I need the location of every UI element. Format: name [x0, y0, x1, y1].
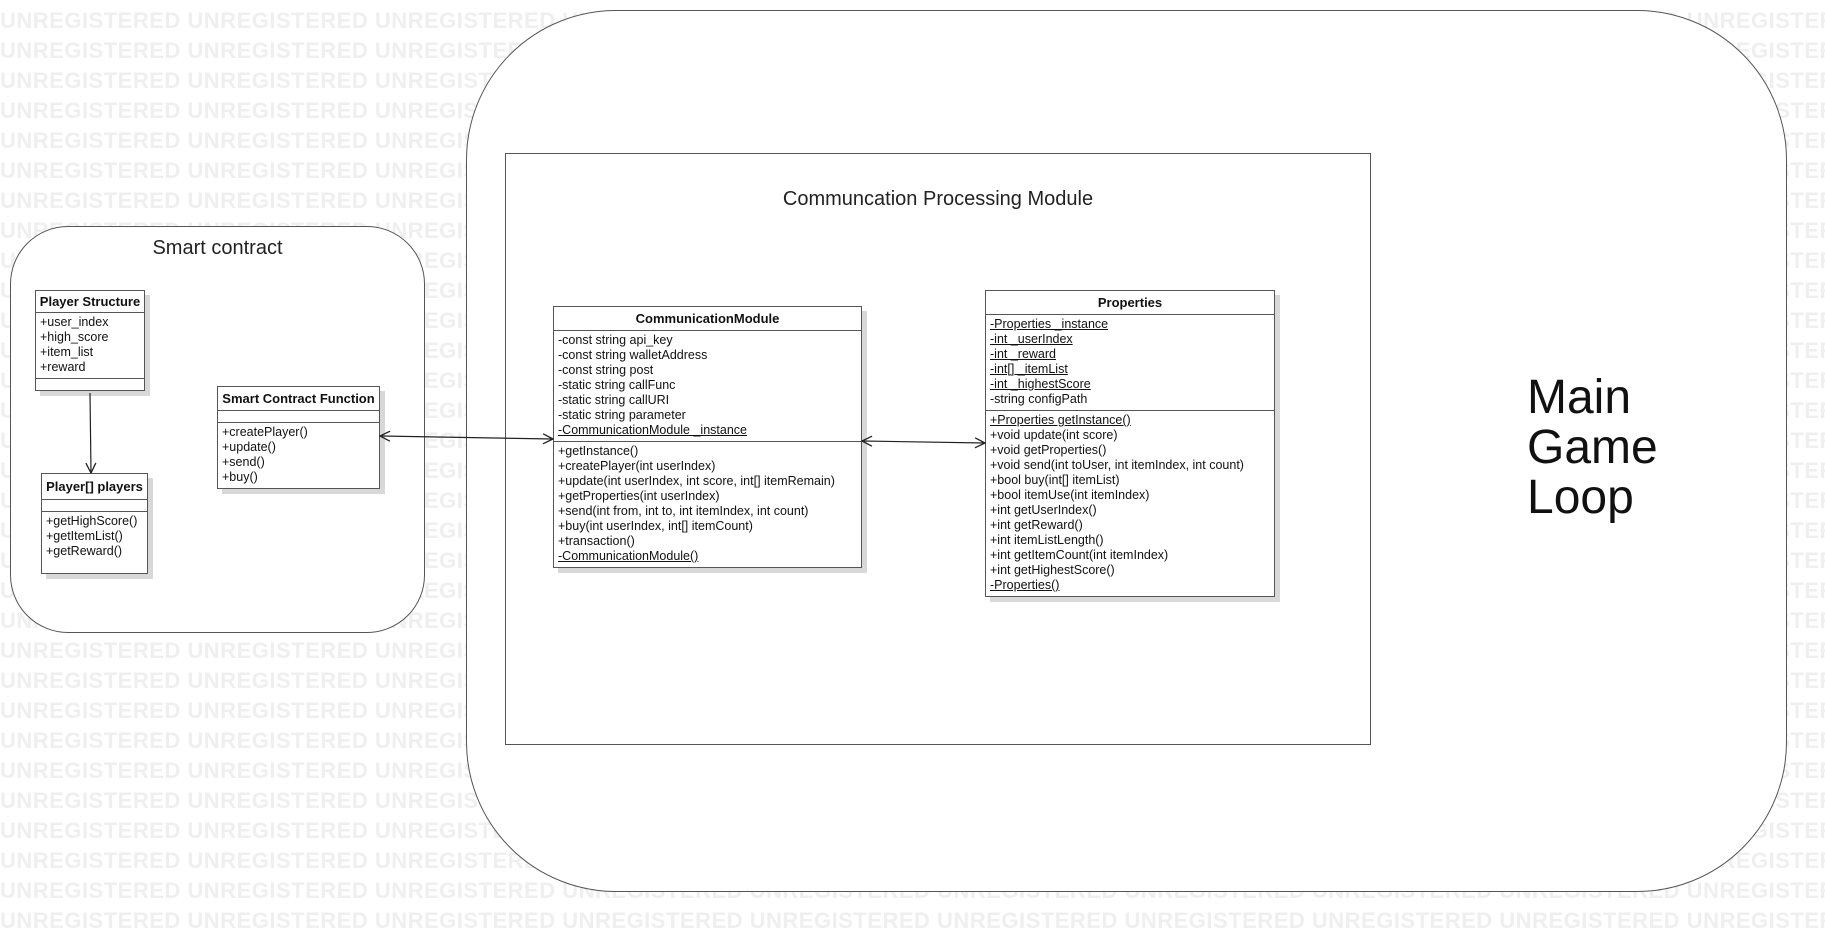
smart-contract-title: Smart contract [152, 237, 283, 259]
operation: +update(int userIndex, int score, int[] … [558, 474, 835, 488]
operation: -CommunicationModule() [558, 549, 699, 563]
main-game-loop-line: Main [1527, 371, 1632, 424]
relation-player-structure-to-players [90, 392, 91, 473]
attribute: -int _highestScore [990, 377, 1091, 391]
class-name: Player[] players [42, 474, 147, 500]
class-name: CommunicationModule [554, 307, 861, 331]
operation: +getReward() [46, 544, 123, 558]
operation: +Properties getInstance() [990, 413, 1131, 427]
main-game-loop-line: Game [1527, 421, 1658, 474]
operations-section: +getHighScore() +getItemList() +getRewar… [42, 512, 147, 573]
operation: +void send(int toUser, int itemIndex, in… [990, 458, 1244, 472]
operations-section: +getInstance() +createPlayer(int userInd… [554, 442, 861, 567]
operation: +buy() [222, 470, 258, 484]
player-structure-class[interactable]: Player Structure +user_index +high_score… [35, 290, 145, 391]
communication-module-class[interactable]: CommunicationModule -const string api_ke… [553, 306, 862, 568]
operation: +int getReward() [990, 518, 1083, 532]
attribute: +user_index [40, 315, 109, 329]
attribute: -Properties _instance [990, 317, 1109, 331]
attribute: -int _userIndex [990, 332, 1073, 346]
attribute: +high_score [40, 330, 109, 344]
operation: +getItemList() [46, 529, 123, 543]
class-name: Player Structure [36, 291, 144, 313]
attributes-section [42, 500, 147, 512]
class-name: Properties [986, 291, 1274, 315]
attributes-section: +user_index +high_score +item_list +rewa… [36, 313, 144, 379]
operation: +getProperties(int userIndex) [558, 489, 720, 503]
operation: +getHighScore() [46, 514, 138, 528]
main-game-loop-label: Main Game Loop [1527, 373, 1658, 523]
operation: +int getItemCount(int itemIndex) [990, 548, 1169, 562]
attributes-section: -const string api_key -const string wall… [554, 331, 861, 442]
attribute: -static string callURI [558, 393, 670, 407]
attribute: -const string api_key [558, 333, 673, 347]
attribute: +reward [40, 360, 86, 374]
attribute: -static string parameter [558, 408, 686, 422]
properties-class[interactable]: Properties -Properties _instance -int _u… [985, 290, 1275, 597]
attribute: -string configPath [990, 392, 1088, 406]
operations-section: +Properties getInstance() +void update(i… [986, 411, 1274, 596]
attribute: +item_list [40, 345, 94, 359]
attributes-section: -Properties _instance -int _userIndex -i… [986, 315, 1274, 411]
operation: +int getUserIndex() [990, 503, 1097, 517]
operation: +int itemListLength() [990, 533, 1104, 547]
operation: +getInstance() [558, 444, 639, 458]
attribute: -int[] _itemList [990, 362, 1068, 376]
attribute: -static string callFunc [558, 378, 676, 392]
operation: +send(int from, int to, int itemIndex, i… [558, 504, 809, 518]
relation-communication-module-to-properties [862, 441, 985, 443]
attribute: -const string walletAddress [558, 348, 708, 362]
operation: +createPlayer() [222, 425, 308, 439]
operation: +bool buy(int[] itemList) [990, 473, 1120, 487]
operations-section: +createPlayer() +update() +send() +buy() [218, 423, 379, 488]
relation-scf-to-communication-module [380, 436, 553, 439]
operation: +void getProperties() [990, 443, 1107, 457]
smart-contract-function-class[interactable]: Smart Contract Function +createPlayer() … [217, 386, 380, 489]
operation: +bool itemUse(int itemIndex) [990, 488, 1150, 502]
attribute: -CommunicationModule _instance [558, 423, 747, 437]
class-name: Smart Contract Function [218, 387, 379, 411]
operation: +int getHighestScore() [990, 563, 1115, 577]
operation: +transaction() [558, 534, 635, 548]
players-class[interactable]: Player[] players +getHighScore() +getIte… [41, 473, 148, 574]
operation: -Properties() [990, 578, 1060, 592]
attribute: -int _reward [990, 347, 1056, 361]
operation: +buy(int userIndex, int[] itemCount) [558, 519, 753, 533]
operation: +send() [222, 455, 265, 469]
operation: +update() [222, 440, 276, 454]
operation: +void update(int score) [990, 428, 1118, 442]
main-game-loop-line: Loop [1527, 471, 1634, 524]
communication-processing-title: Communcation Processing Module [782, 188, 1094, 210]
attributes-section [218, 411, 379, 423]
operation: +createPlayer(int userIndex) [558, 459, 716, 473]
attribute: -const string post [558, 363, 654, 377]
